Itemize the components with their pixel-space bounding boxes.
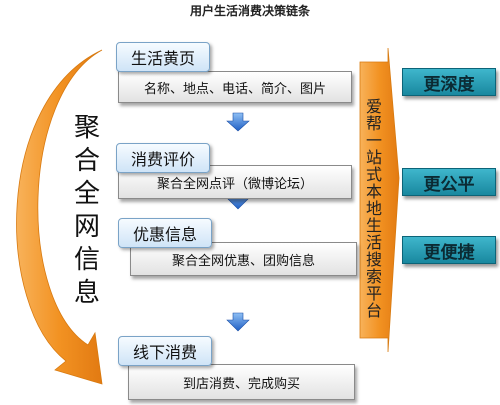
platform-vertical-label: 爱帮一站式本地生活搜索平台 [365, 97, 382, 320]
platform-arrow [359, 47, 400, 353]
result-box-1: 更深度 [402, 68, 496, 96]
step-detail-4: 到店消费、完成购买 [128, 364, 355, 400]
diagram-title: 用户生活消费决策链条 [189, 4, 310, 18]
result-box-3: 更便捷 [402, 236, 496, 264]
left-vertical-label: 聚合全网信息 [73, 113, 100, 308]
step-tab-4: 线下消费 [118, 336, 212, 366]
step-detail-1: 名称、地点、电话、简介、图片 [118, 71, 352, 103]
step-tab-3: 优惠信息 [118, 218, 212, 248]
curved-orange-arrow [16, 49, 103, 385]
down-arrow-3 [226, 312, 250, 332]
down-arrow-1 [226, 112, 250, 132]
result-box-2: 更公平 [402, 168, 496, 196]
step-tab-2: 消费评价 [116, 143, 210, 173]
step-tab-1: 生活黄页 [116, 42, 210, 72]
